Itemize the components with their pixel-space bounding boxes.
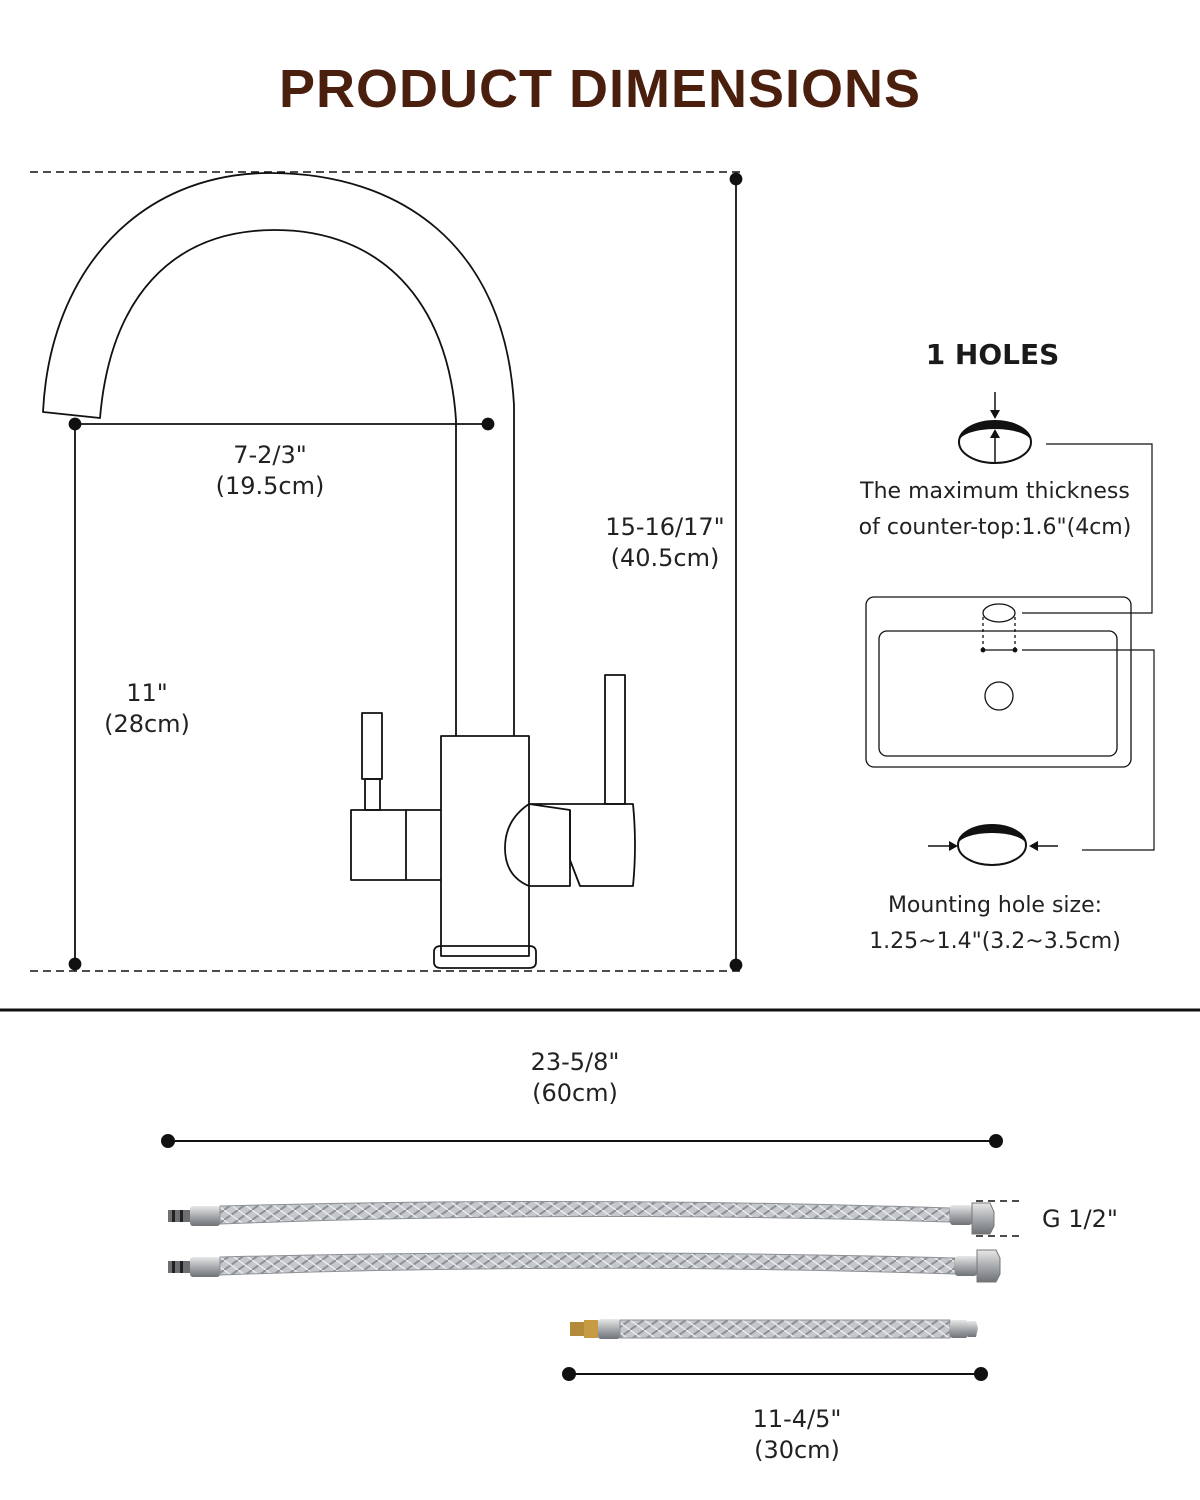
- faucet-outline: [42, 172, 636, 969]
- hose-long-1: [168, 1200, 995, 1235]
- hole-size-note: Mounting hole size: 1.25~1.4"(3.2~3.5cm): [869, 893, 1121, 954]
- connector-lines: [1022, 443, 1155, 851]
- holes-title: 1 HOLES: [925, 338, 1060, 371]
- countertop-hole-icon: [958, 392, 1032, 464]
- hose-short: [570, 1319, 978, 1339]
- total-height-label: 15-16/17" (40.5cm): [605, 513, 725, 572]
- sink-top-view: [865, 596, 1132, 768]
- long-hose-length-label: 23-5/8" (60cm): [530, 1048, 620, 1107]
- height-guide-lines: [30, 171, 745, 972]
- thread-size-guide: [976, 1200, 1021, 1237]
- hole-size-icon: [928, 824, 1058, 866]
- dimension-lines: [68, 172, 743, 972]
- hose-length-lines: [161, 1134, 1003, 1381]
- hose-long-2: [168, 1249, 1001, 1283]
- spout-height-label: 11" (28cm): [104, 679, 190, 738]
- thread-size-label: G 1/2": [1042, 1205, 1118, 1233]
- spout-reach-label: 7-2/3" (19.5cm): [215, 441, 325, 500]
- countertop-thickness-note: The maximum thickness of counter-top:1.6…: [858, 479, 1132, 540]
- short-hose-length-label: 11-4/5" (30cm): [752, 1405, 842, 1464]
- page-title: PRODUCT DIMENSIONS: [278, 59, 922, 119]
